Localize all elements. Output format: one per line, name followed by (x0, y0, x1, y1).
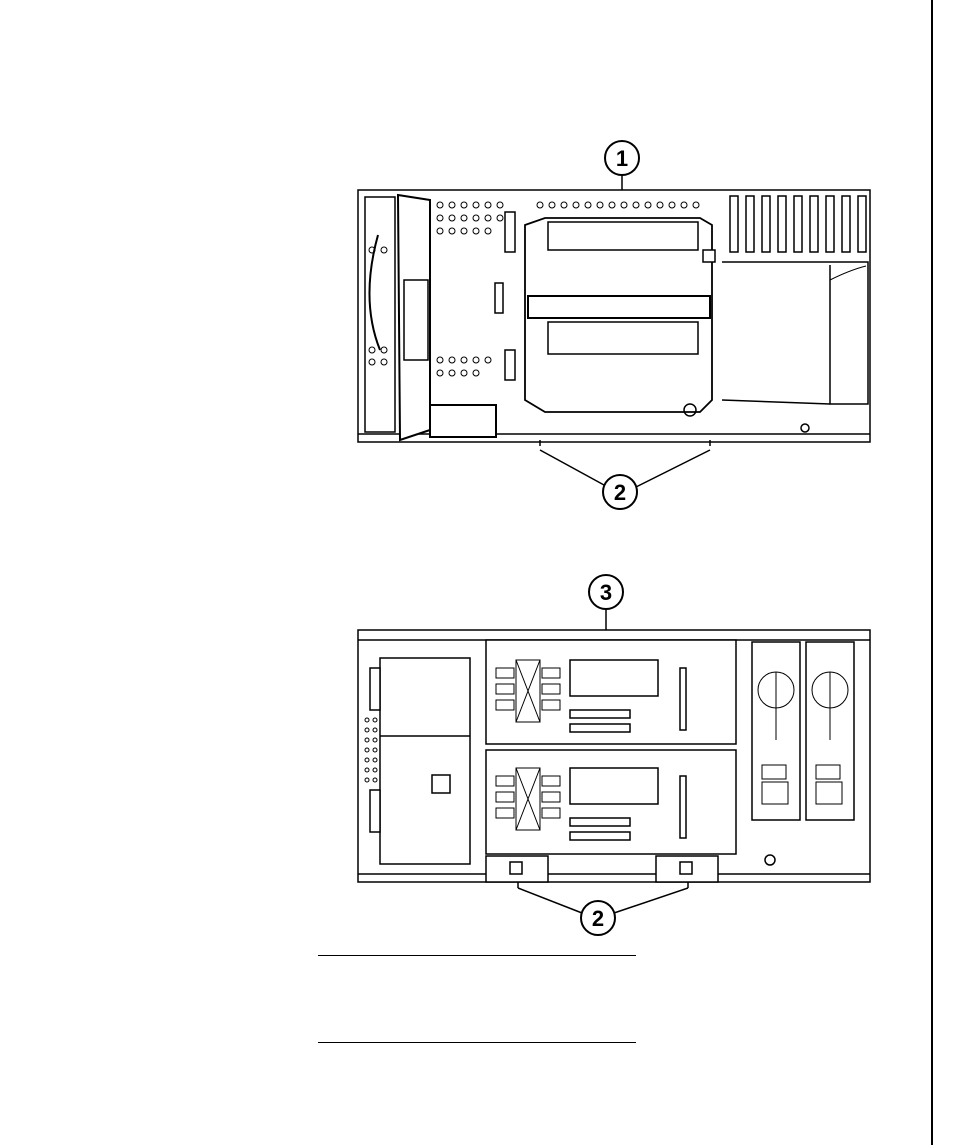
rear-connector-lower (370, 790, 380, 832)
callout-2-bottom-label: 2 (592, 906, 604, 931)
caption-bottom-rule (318, 1042, 636, 1043)
rear-connector-upper (370, 668, 380, 710)
rear-controller-module (380, 658, 470, 864)
callout-3-label: 3 (600, 580, 612, 605)
caption-top-rule (318, 955, 636, 956)
